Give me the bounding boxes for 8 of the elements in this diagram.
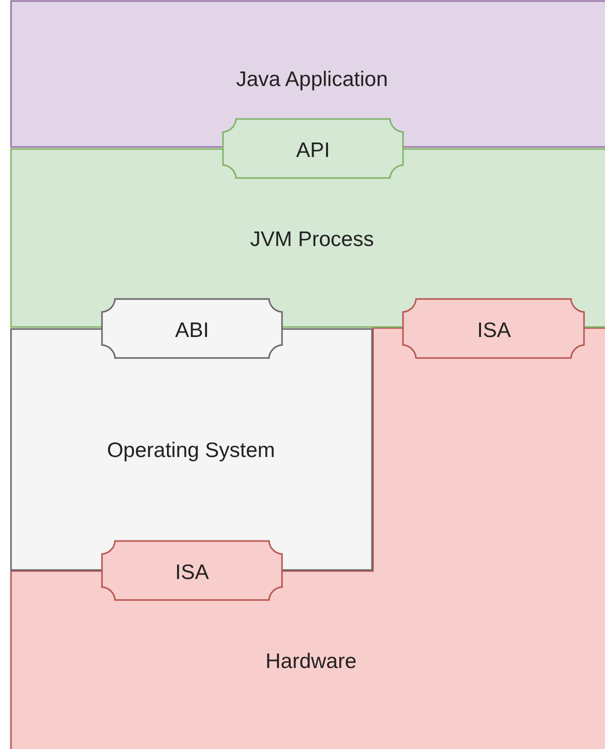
layer-label: Hardware	[265, 650, 357, 674]
layer-label: Java Application	[236, 68, 388, 92]
interface-label: ABI	[175, 319, 209, 343]
interface-label: ISA	[477, 319, 511, 343]
layer-label: JVM Process	[250, 228, 374, 252]
interface-label: API	[296, 139, 330, 163]
layer-label: Operating System	[106, 439, 276, 463]
interface-label: ISA	[175, 561, 209, 585]
